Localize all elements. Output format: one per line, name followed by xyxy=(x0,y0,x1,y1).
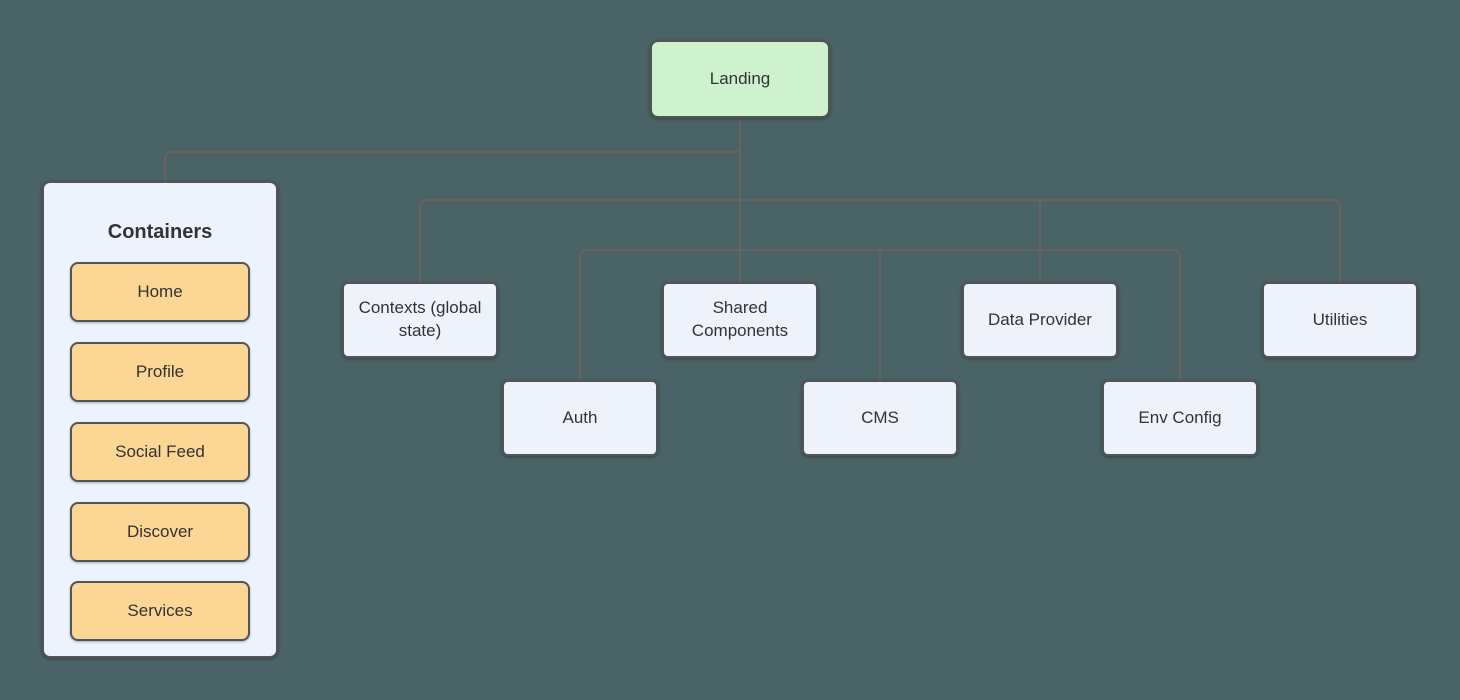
node-cms[interactable]: CMS xyxy=(802,380,958,456)
node-contexts-label: Contexts (global state) xyxy=(358,298,482,340)
node-auth[interactable]: Auth xyxy=(502,380,658,456)
group-item-discover-label: Discover xyxy=(126,522,194,541)
containers-group[interactable]: Containers Home Profile Social Feed Disc… xyxy=(42,181,278,658)
node-env-config-label: Env Config xyxy=(1138,407,1222,427)
node-contexts[interactable]: Contexts (global state) xyxy=(342,282,498,358)
group-item-discover[interactable]: Discover xyxy=(70,502,250,562)
group-item-social-feed[interactable]: Social Feed xyxy=(70,422,250,482)
group-item-home-label: Home xyxy=(137,282,183,301)
node-cms-label: CMS xyxy=(861,407,899,427)
node-data-provider-label: Data Provider xyxy=(988,309,1092,329)
connector-landing-to-containers xyxy=(164,143,741,181)
node-landing[interactable]: Landing xyxy=(650,40,830,118)
node-env-config[interactable]: Env Config xyxy=(1102,380,1258,456)
node-data-provider[interactable]: Data Provider xyxy=(962,282,1118,358)
node-auth-label: Auth xyxy=(562,407,598,427)
node-landing-label: Landing xyxy=(709,68,771,88)
connector-rail-level1 xyxy=(419,199,1341,282)
node-utilities[interactable]: Utilities xyxy=(1262,282,1418,358)
group-item-profile[interactable]: Profile xyxy=(70,342,250,402)
node-shared-components[interactable]: Shared Components xyxy=(662,282,818,358)
group-item-social-feed-label: Social Feed xyxy=(115,442,205,461)
node-utilities-label: Utilities xyxy=(1312,309,1368,329)
group-item-services-label: Services xyxy=(127,601,193,620)
group-item-profile-label: Profile xyxy=(135,362,185,381)
node-shared-components-label: Shared Components xyxy=(691,298,789,340)
containers-group-title: Containers xyxy=(107,221,213,243)
group-item-home[interactable]: Home xyxy=(70,262,250,322)
group-item-services[interactable]: Services xyxy=(70,581,250,641)
